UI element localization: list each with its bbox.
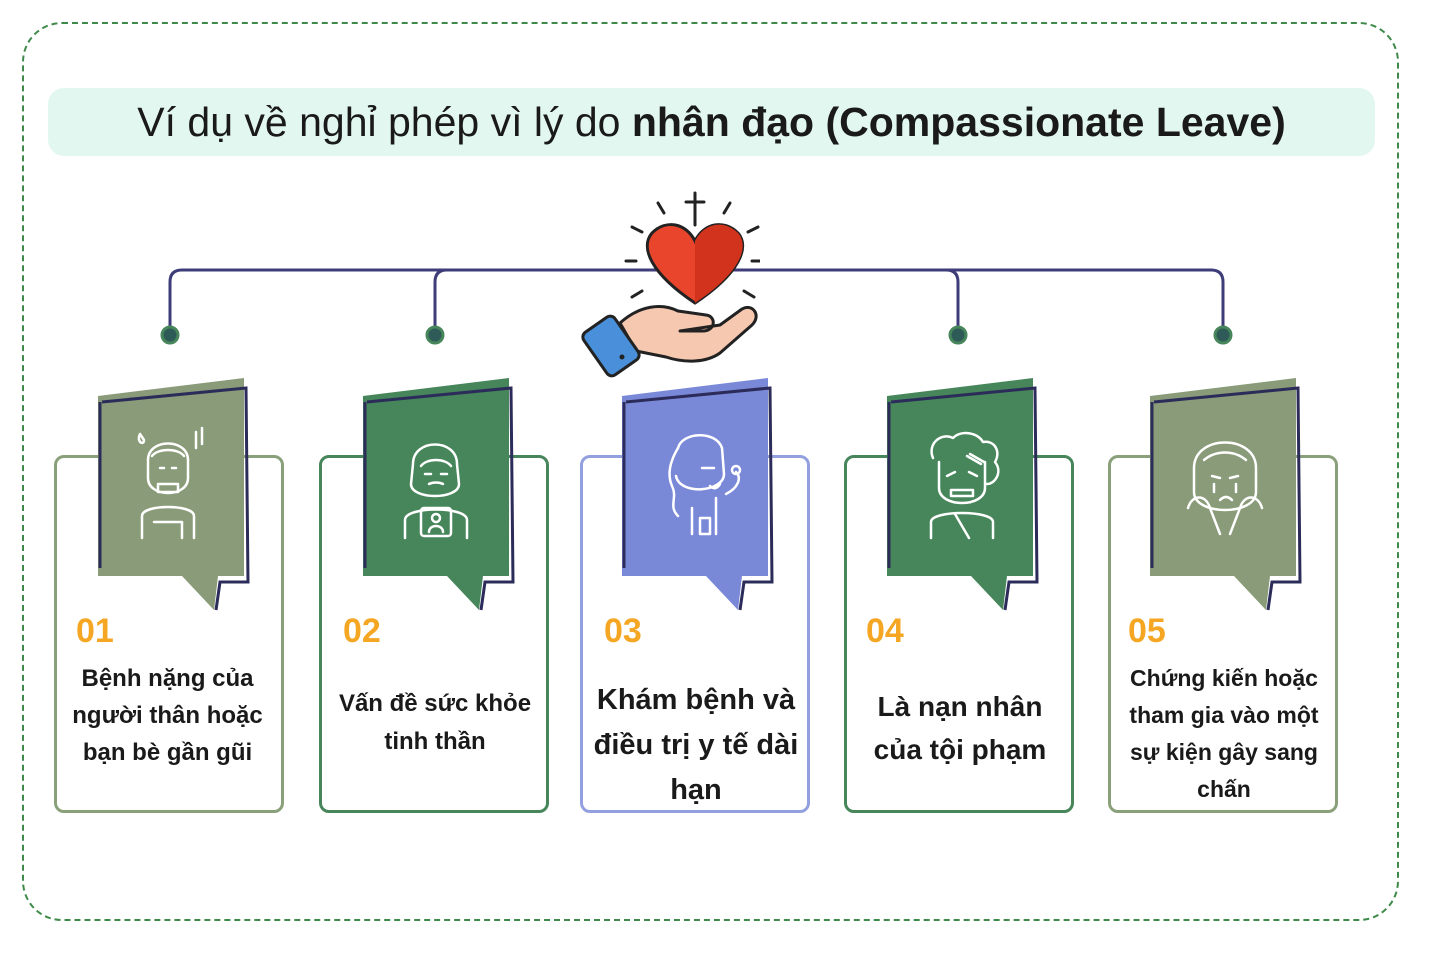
item-number: 02 (343, 612, 381, 650)
item-number: 03 (604, 612, 642, 650)
item-number: 01 (76, 612, 114, 650)
item-label: Bệnh nặng của người thân hoặc bạn bè gần… (72, 665, 263, 766)
title-bar: Ví dụ về nghỉ phép vì lý do nhân đạo (Co… (48, 88, 1375, 156)
item-label: Vấn đề sức khỏe tinh thần (338, 690, 532, 755)
speech-bubble-03 (622, 378, 774, 611)
page-title: Ví dụ về nghỉ phép vì lý do nhân đạo (Co… (137, 99, 1285, 146)
title-bold: nhân đạo (Compassionate Leave) (631, 98, 1286, 145)
heart-in-hand-icon (581, 191, 760, 378)
mental-health-person-icon (403, 443, 469, 540)
crying-person-icon (1186, 441, 1264, 536)
item-number: 05 (1128, 612, 1166, 650)
title-prefix: Ví dụ về nghỉ phép vì lý do (137, 98, 632, 145)
doctor-stethoscope-icon (668, 434, 742, 536)
item-label: Chứng kiến hoặc tham gia vào một sự kiện… (1129, 665, 1319, 802)
item-label: Khám bệnh và điều trị y tế dài hạn (593, 684, 799, 806)
sick-person-icon (137, 426, 204, 540)
item-label: Là nạn nhân của tội phạm (873, 691, 1047, 765)
injured-victim-icon (929, 431, 1000, 540)
speech-bubble-04 (887, 378, 1039, 611)
speech-bubble-02 (363, 378, 515, 611)
dashed-frame (22, 22, 1399, 921)
speech-bubble-05 (1150, 378, 1302, 611)
speech-bubble-01 (98, 378, 250, 611)
item-number: 04 (866, 612, 904, 650)
